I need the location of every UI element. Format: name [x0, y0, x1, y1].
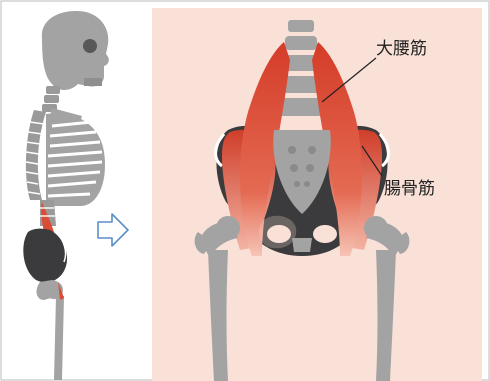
- psoas-major-label: 大腰筋: [376, 39, 427, 59]
- iliacus-label: 腸骨筋: [384, 179, 435, 199]
